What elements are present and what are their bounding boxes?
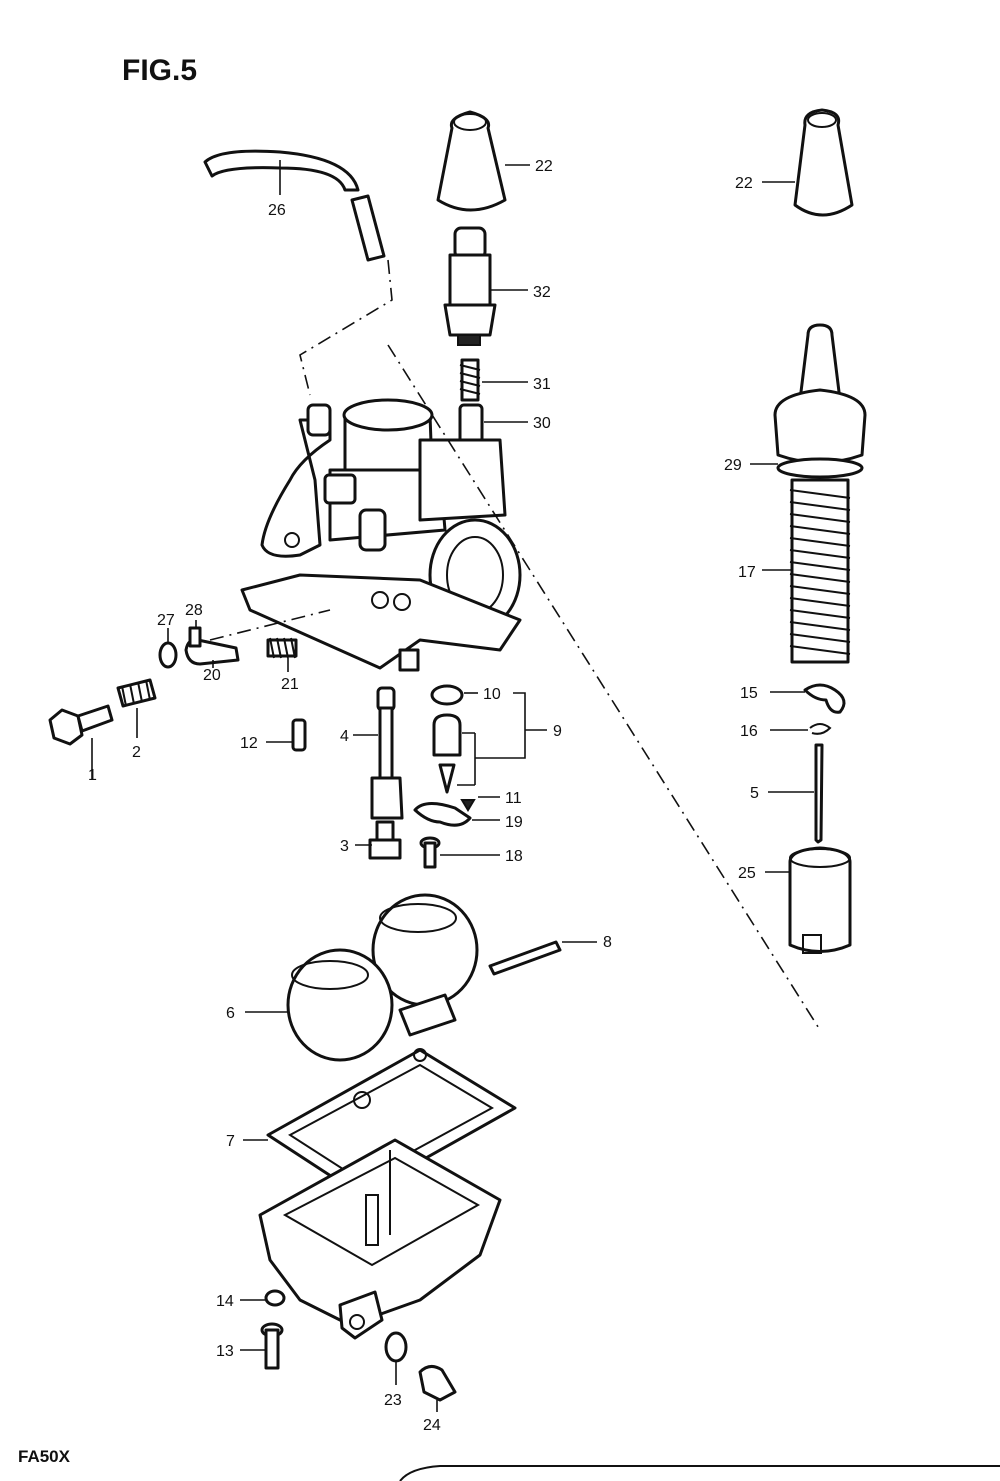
callout-28: 28 (185, 602, 203, 619)
throttle-cap-part (773, 323, 867, 479)
callout-27: 27 (157, 612, 175, 629)
throttle-valve-spring-part (789, 478, 851, 664)
callout-8: 8 (603, 934, 612, 951)
callout-11: 11 (505, 790, 522, 807)
float-screw-part (419, 836, 441, 869)
callout-30: 30 (533, 415, 551, 432)
needle-plate-part (803, 683, 846, 714)
main-jet-part (368, 820, 402, 860)
callout-15: 15 (740, 685, 758, 702)
callout-18: 18 (505, 848, 523, 865)
callout-20: 20 (203, 667, 221, 684)
float-pin-part (488, 940, 562, 976)
callout-22b: 22 (735, 175, 753, 192)
callout-32: 32 (533, 284, 551, 301)
fuel-hose-part (203, 149, 386, 262)
throttle-alignment-line (387, 344, 821, 1031)
model-code: FA50X (18, 1447, 71, 1466)
page-border-line (399, 1465, 1000, 1481)
leader-9 (457, 692, 547, 786)
callout-9: 9 (553, 723, 562, 740)
small-screw-part (460, 799, 476, 812)
callout-26: 26 (268, 202, 286, 219)
drain-screw-small-part (264, 1289, 286, 1307)
drain-gasket-part (384, 1331, 408, 1363)
needle-jet-part (370, 686, 404, 820)
callout-31: 31 (533, 376, 551, 393)
callout-23: 23 (384, 1392, 402, 1409)
callout-1: 1 (88, 767, 97, 784)
throttle-stop-screw-part (48, 704, 114, 746)
callout-29: 29 (724, 457, 742, 474)
callout-14: 14 (216, 1293, 234, 1310)
float-arm-plate-part (413, 802, 472, 827)
callout-10: 10 (483, 686, 501, 703)
cap-part-right (793, 108, 854, 217)
air-screw-part (184, 626, 240, 666)
float-chamber-part (258, 1138, 502, 1340)
callout-16: 16 (740, 723, 758, 740)
callout-19: 19 (505, 814, 523, 831)
callout-24: 24 (423, 1417, 441, 1434)
callout-4: 4 (340, 728, 349, 745)
callout-17: 17 (738, 564, 756, 581)
o-ring-part (158, 641, 178, 669)
callout-3: 3 (340, 838, 349, 855)
jet-needle-part (814, 743, 824, 844)
callout-6: 6 (226, 1005, 235, 1022)
drain-plug-part (418, 1365, 457, 1402)
pilot-jet-part (291, 718, 307, 752)
needle-valve-part (432, 713, 462, 794)
callout-12: 12 (240, 735, 258, 752)
float-part (286, 893, 479, 1062)
callout-22a: 22 (535, 158, 553, 175)
mixing-chamber-top-part (443, 226, 497, 346)
idle-spring-part (266, 637, 298, 659)
throttle-stop-spring-part (116, 678, 157, 708)
callout-25: 25 (738, 865, 756, 882)
throttle-valve-part (788, 846, 852, 954)
chamber-screw-part (260, 1322, 284, 1370)
needle-clip-part (809, 723, 832, 735)
callout-13: 13 (216, 1343, 234, 1360)
callout-21: 21 (281, 676, 299, 693)
throttle-spring-part (459, 358, 481, 402)
hose-routing-line (299, 259, 393, 396)
callout-7: 7 (226, 1133, 235, 1150)
washer-part (430, 684, 464, 706)
callout-5: 5 (750, 785, 759, 802)
cap-part (436, 110, 507, 212)
carburetor-body-part (240, 398, 522, 672)
figure-title: FIG.5 (122, 54, 197, 87)
air-screw-alignment-line (209, 609, 331, 641)
callout-2: 2 (132, 744, 141, 761)
